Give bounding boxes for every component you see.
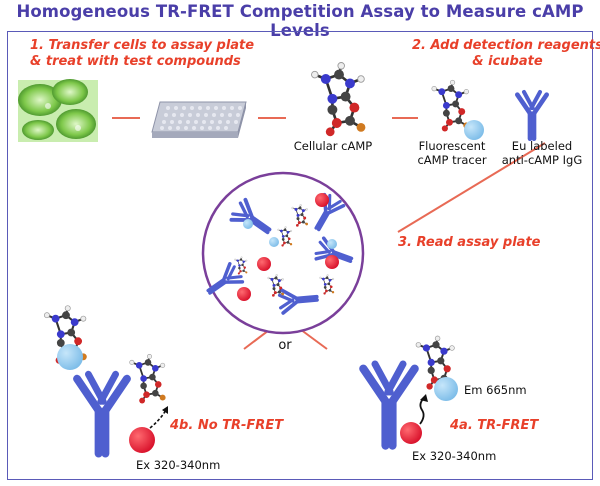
eu-antibody-icon bbox=[517, 92, 546, 139]
emission-label: Em 665nm bbox=[464, 383, 527, 397]
diagram-frame bbox=[7, 31, 593, 480]
cell-culture-image bbox=[18, 79, 98, 142]
assay-well-circle bbox=[201, 171, 365, 335]
step2-line2: & icubate bbox=[472, 54, 543, 69]
cellular-camp-label: Cellular cAMP bbox=[293, 139, 373, 153]
tracer-label-line2: cAMP tracer bbox=[417, 153, 487, 167]
camp-molecule-icon bbox=[310, 61, 367, 138]
step1-label: 1. Transfer cells to assay plate & treat… bbox=[30, 38, 254, 70]
step3-label: 3. Read assay plate bbox=[398, 235, 541, 250]
excitation-left-label: Ex 320-340nm bbox=[136, 458, 221, 472]
step1-line2: & treat with test compounds bbox=[30, 54, 241, 69]
tracer-label-line1: Fluorescent bbox=[418, 139, 486, 153]
antibody-label-line1: Eu labeled bbox=[511, 139, 573, 153]
excitation-right-label: Ex 320-340nm bbox=[412, 449, 497, 463]
step2-label: 2. Add detection reagents & icubate bbox=[412, 38, 600, 70]
trfret-illustration bbox=[363, 335, 458, 446]
step1-line1: 1. Transfer cells to assay plate bbox=[30, 38, 255, 53]
or-label: or bbox=[278, 338, 292, 353]
assay-plate-image bbox=[151, 101, 247, 138]
tracer-label: Fluorescent cAMP tracer bbox=[410, 139, 494, 167]
antibody-label: Eu labeled anti-cAMP IgG bbox=[494, 139, 590, 167]
step2-line1: 2. Add detection reagents bbox=[412, 38, 600, 53]
antibody-label-line2: anti-cAMP IgG bbox=[501, 153, 583, 167]
tracer-molecule-icon bbox=[430, 79, 471, 133]
diagram-title: Homogeneous TR-FRET Competition Assay to… bbox=[16, 2, 584, 40]
tracer-bead-icon bbox=[464, 120, 484, 140]
step4a-label: 4a. TR-FRET bbox=[450, 418, 539, 433]
step4b-label: 4b. No TR-FRET bbox=[170, 418, 284, 433]
no-trfret-illustration bbox=[43, 304, 168, 454]
